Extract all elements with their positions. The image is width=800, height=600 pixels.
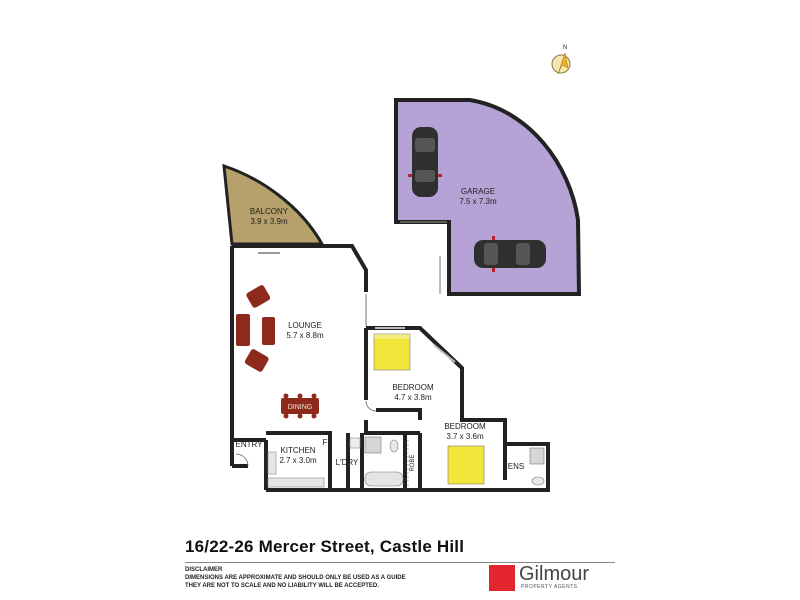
- unit-walls: [230, 244, 550, 492]
- bedroom1-label: BEDROOM: [392, 383, 434, 392]
- balcony-area: [222, 163, 325, 246]
- garage-size: 7.5 x 7.3m: [459, 197, 497, 206]
- property-address: 16/22-26 Mercer Street, Castle Hill: [185, 537, 465, 556]
- bedroom2-label: BEDROOM: [444, 422, 486, 431]
- car-icon: [474, 236, 546, 272]
- compass-north-label: N: [563, 45, 567, 51]
- lounge-label: LOUNGE: [288, 321, 322, 330]
- dining-label: DINING: [288, 404, 313, 411]
- laundry-label: L'DRY: [336, 458, 359, 467]
- fridge-label: F: [323, 438, 328, 447]
- car-icon: [408, 127, 442, 197]
- bedroom2-size: 3.7 x 3.6m: [446, 432, 484, 441]
- bedroom1-size: 4.7 x 3.8m: [394, 393, 432, 402]
- robe-label: ROBE: [410, 454, 416, 471]
- divider: [185, 562, 615, 563]
- balcony-size: 3.9 x 3.9m: [250, 217, 288, 226]
- garage-label: GARAGE: [461, 187, 495, 196]
- entry-label: ENTRY: [236, 440, 264, 449]
- balcony-label: BALCONY: [250, 207, 289, 216]
- ensuite-label: ENS: [508, 462, 524, 471]
- bathroom-fixtures: [364, 436, 404, 487]
- disclaimer-line-1: DIMENSIONS ARE APPROXIMATE AND SHOULD ON…: [185, 575, 406, 581]
- kitchen-size: 2.7 x 3.0m: [279, 456, 317, 465]
- brand-logo: Gilmour PROPERTY AGENTS: [489, 563, 619, 591]
- lounge-furniture: [236, 285, 275, 372]
- kitchen-label: KITCHEN: [280, 446, 315, 455]
- compass-icon: N: [551, 45, 571, 75]
- logo-mark-icon: [489, 565, 515, 591]
- lounge-size: 5.7 x 8.8m: [286, 331, 324, 340]
- bed-icon: [373, 333, 411, 371]
- dining-table: [281, 393, 319, 419]
- disclaimer-heading: DISCLAIMER: [185, 567, 223, 573]
- brand-tagline: PROPERTY AGENTS: [521, 584, 578, 590]
- disclaimer-line-2: THEY ARE NOT TO SCALE AND NO LIABILITY W…: [185, 583, 379, 589]
- brand-name: Gilmour: [519, 563, 590, 585]
- bed-icon: [447, 445, 485, 485]
